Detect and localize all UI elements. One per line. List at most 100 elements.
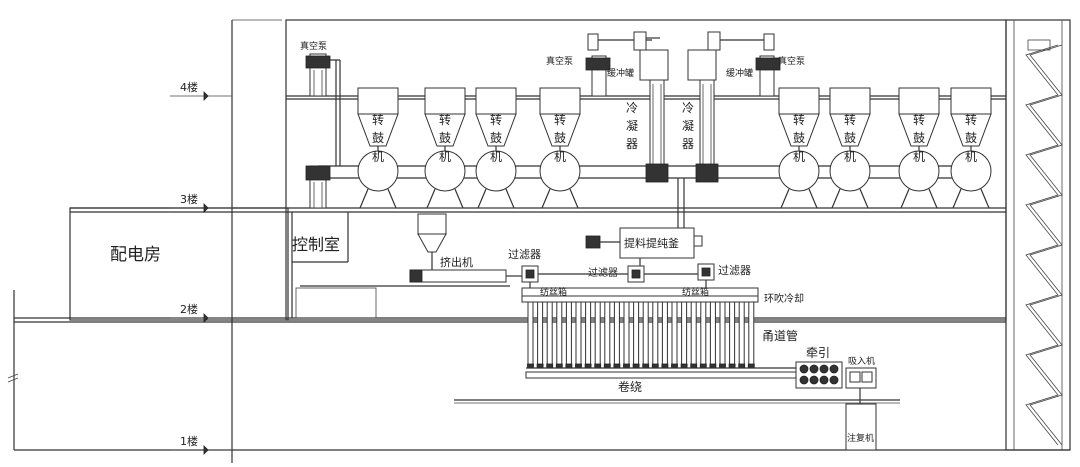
- drum-dryer-label-char: 转: [490, 112, 502, 127]
- condenser-label-left-2: 凝: [626, 118, 638, 133]
- vacuum-pump-label-center: 真空泵: [546, 55, 573, 67]
- channel-tube: [536, 301, 544, 369]
- condenser-label-right-2: 凝: [682, 118, 694, 133]
- extruder-hopper: [417, 213, 447, 270]
- drum-dryer-label-char: 转: [793, 112, 805, 127]
- vacuum-pump-left-bottom: [305, 165, 331, 209]
- winding-label: 卷绕: [618, 379, 642, 394]
- channel-tube: [527, 301, 534, 369]
- drum-dryer-label-char: 机: [554, 150, 566, 164]
- channel-tube: [546, 301, 554, 369]
- drum-dryer-label-char: 机: [793, 150, 805, 164]
- drum-dryer-label-char: 鼓: [554, 131, 566, 145]
- drum-dryer-3: 转鼓机: [475, 87, 517, 209]
- filter-label-left: 过滤器: [508, 248, 541, 261]
- traction-unit: [795, 361, 843, 389]
- channel-tube: [594, 301, 602, 369]
- drum-dryer-label-char: 转: [965, 112, 977, 127]
- filter-center: [627, 265, 645, 283]
- channel-label: 甬道管: [762, 328, 798, 343]
- filter-left: [521, 265, 539, 283]
- drum-dryer-4: 转鼓机: [539, 87, 581, 209]
- vacuum-pump-label-right: 真空泵: [778, 55, 805, 67]
- channel-tube: [709, 301, 717, 369]
- drum-dryer-label-char: 转: [913, 112, 925, 127]
- condenser-right: [695, 79, 719, 183]
- channel-tube: [584, 301, 592, 369]
- vacuum-unit-center-left: [585, 31, 669, 97]
- channel-tube: [719, 301, 726, 369]
- floor-1-label: 1楼: [180, 434, 198, 448]
- drum-dryer-label-char: 鼓: [965, 131, 977, 145]
- channel-tube: [661, 301, 669, 369]
- drum-dryer-label-char: 鼓: [793, 131, 805, 145]
- vacuum-pump-label-left: 真空泵: [300, 40, 327, 52]
- suction-machine: [845, 367, 877, 404]
- drum-dryer-8: 转鼓机: [950, 87, 992, 209]
- extruder-label: 挤出机: [440, 255, 473, 269]
- traction-label: 牵引: [806, 346, 830, 360]
- channel-tube: [603, 301, 611, 369]
- vacuum-pump-left-top: [305, 53, 331, 97]
- quench-label: 环吹冷却: [764, 292, 804, 305]
- channel-tube: [565, 301, 573, 369]
- drum-dryer-6: 转鼓机: [829, 87, 871, 209]
- buffer-tank-label-right: 缓冲罐: [726, 67, 753, 79]
- drum-dryer-label-char: 鼓: [913, 131, 925, 145]
- channel-tube: [738, 301, 746, 369]
- channel-tube: [699, 301, 707, 369]
- drum-dryer-label-char: 机: [372, 150, 384, 164]
- drum-dryer-label-char: 转: [372, 112, 384, 127]
- channel-tube: [613, 301, 621, 369]
- channel-tube: [728, 301, 736, 369]
- drum-dryer-1: 转鼓机: [357, 87, 399, 209]
- drum-dryer-label-char: 机: [844, 150, 856, 164]
- drum-dryer-label-char: 鼓: [490, 131, 502, 145]
- channel-tube: [690, 301, 698, 369]
- channel-tube: [623, 301, 630, 369]
- drum-dryer-label-char: 机: [490, 150, 502, 164]
- channel-tube: [642, 301, 650, 369]
- spinning-channel-tubes: [527, 301, 755, 369]
- condenser-label-left-1: 冷: [626, 101, 638, 115]
- channel-tube: [575, 301, 582, 369]
- drum-dryer-label-char: 鼓: [372, 131, 384, 145]
- channel-tube: [651, 301, 659, 369]
- floor-2-label: 2楼: [180, 302, 198, 316]
- channel-tube: [680, 301, 688, 369]
- drum-dryer-label-char: 转: [844, 112, 856, 127]
- drum-dryer-label-char: 机: [965, 150, 977, 164]
- filter-label-center: 过滤器: [588, 266, 618, 279]
- recycle-machine-label: 注复机: [847, 432, 874, 444]
- building-structure: [7, 19, 1071, 463]
- drum-dryer-label-char: 机: [913, 150, 925, 164]
- drum-dryer-label-char: 机: [439, 150, 451, 164]
- condenser-label-right-3: 器: [682, 137, 694, 151]
- drum-dryer-label-char: 转: [439, 112, 451, 127]
- drum-dryer-label-char: 鼓: [844, 131, 856, 145]
- condenser-label-left-3: 器: [626, 137, 638, 151]
- extruder: [300, 269, 510, 287]
- condenser-label-right-1: 冷: [682, 101, 694, 115]
- filter-label-right: 过滤器: [718, 264, 751, 277]
- floor-labels: 4楼 3楼 2楼 1楼: [170, 80, 232, 455]
- channel-tube: [555, 301, 563, 369]
- drum-dryer-label-char: 转: [554, 112, 566, 127]
- drum-dryer-5: 转鼓机: [778, 87, 820, 209]
- filter-right: [697, 263, 715, 281]
- spinneret-beam: [521, 287, 759, 303]
- staircase: [1025, 39, 1063, 446]
- channel-tube: [671, 301, 678, 369]
- vacuum-unit-center-right: [687, 31, 781, 97]
- suction-machine-label: 吸入机: [848, 355, 875, 367]
- extraction-purifier: [585, 227, 703, 266]
- floor-3-label: 3楼: [180, 192, 198, 206]
- floor-4-label: 4楼: [180, 80, 198, 94]
- channel-tube: [747, 301, 755, 369]
- extraction-purifier-label: 提料提纯釜: [624, 236, 679, 250]
- buffer-tank-label-left: 缓冲罐: [607, 67, 634, 79]
- control-room-label: 控制室: [292, 235, 340, 254]
- drum-dryer-7: 转鼓机: [898, 87, 940, 209]
